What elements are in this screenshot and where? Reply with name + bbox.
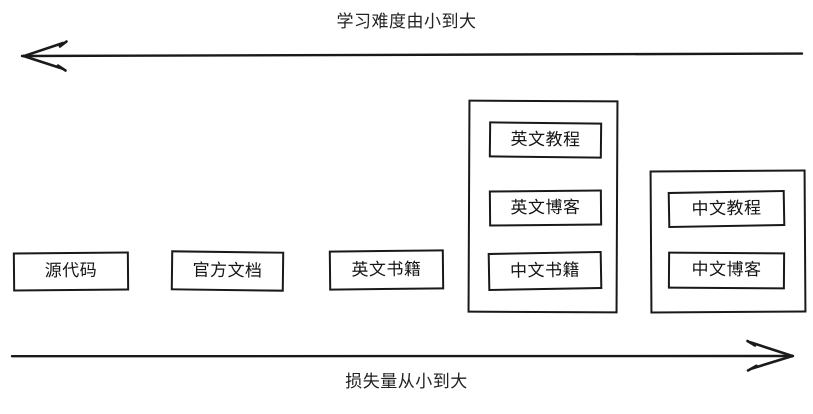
node-english-books[interactable]: 英文书籍: [328, 249, 445, 291]
right-arrow-icon: [10, 339, 795, 372]
node-english-blog-label: 英文博客: [510, 197, 581, 218]
node-english-books-label: 英文书籍: [351, 259, 422, 280]
bottom-axis-label: 损失量从小到大: [345, 372, 468, 392]
node-source-code-label: 源代码: [44, 260, 98, 282]
node-chinese-books-label: 中文书籍: [509, 259, 581, 282]
node-official-docs[interactable]: 官方文档: [170, 250, 285, 292]
node-english-blog[interactable]: 英文博客: [488, 189, 603, 227]
node-chinese-tutorial[interactable]: 中文教程: [667, 189, 786, 229]
node-official-docs-label: 官方文档: [192, 260, 263, 281]
node-chinese-blog[interactable]: 中文博客: [667, 251, 786, 290]
node-english-tutorial-label: 英文教程: [510, 129, 581, 150]
node-chinese-blog-label: 中文博客: [691, 259, 762, 281]
node-chinese-tutorial-label: 中文教程: [691, 197, 762, 220]
node-english-tutorial[interactable]: 英文教程: [488, 121, 603, 159]
top-axis-label: 学习难度由小到大: [336, 12, 477, 32]
node-chinese-books[interactable]: 中文书籍: [487, 251, 603, 291]
left-arrow-icon: [20, 40, 804, 72]
node-source-code[interactable]: 源代码: [12, 251, 130, 292]
